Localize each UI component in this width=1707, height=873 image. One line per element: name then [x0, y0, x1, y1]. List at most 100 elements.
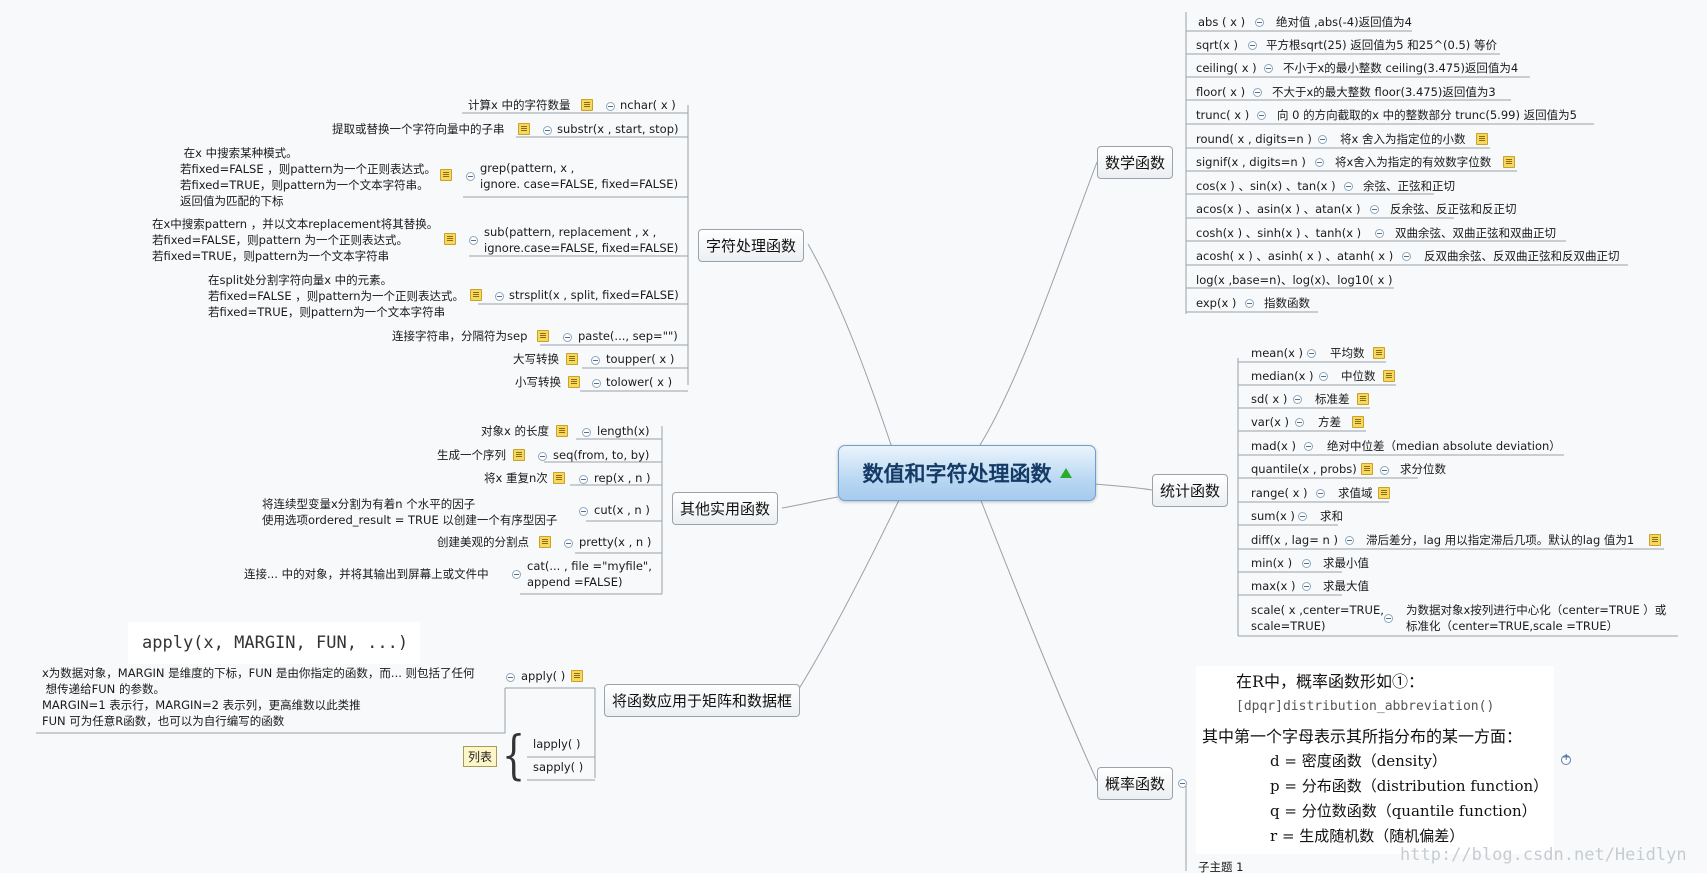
collapse-icon[interactable]: [1380, 466, 1389, 475]
collapse-icon[interactable]: [579, 507, 588, 516]
leaf-func[interactable]: seq(from, to, by): [553, 448, 650, 462]
math-func[interactable]: exp(x ): [1196, 296, 1237, 310]
leaf-note: 创建美观的分割点: [437, 535, 529, 549]
collapse-icon[interactable]: [538, 452, 547, 461]
stat-func[interactable]: scale( x ,center=TRUE, scale=TRUE): [1251, 603, 1384, 633]
collapse-icon[interactable]: [1245, 299, 1254, 308]
leaf-func[interactable]: cat(... , file ="myfile", append =FALSE): [527, 559, 652, 589]
topic-other-utilities[interactable]: 其他实用函数: [672, 492, 779, 525]
stat-func[interactable]: median(x ): [1251, 369, 1314, 383]
stat-func[interactable]: mad(x ): [1251, 439, 1296, 453]
math-func[interactable]: log(x ,base=n)、log(x)、log10( x ): [1196, 273, 1393, 287]
stat-func[interactable]: diff(x , lag= n ): [1251, 533, 1338, 547]
leaf-func[interactable]: nchar( x ): [620, 98, 676, 112]
leaf-func[interactable]: cut(x , n ): [594, 503, 650, 517]
collapse-icon[interactable]: [1344, 182, 1353, 191]
collapse-icon[interactable]: [1315, 158, 1324, 167]
topic-string-functions[interactable]: 字符处理函数: [698, 229, 805, 262]
collapse-icon[interactable]: [1264, 64, 1273, 73]
collapse-icon[interactable]: [1319, 372, 1328, 381]
subtopic[interactable]: 子主题 1: [1198, 860, 1244, 873]
leaf-func[interactable]: lapply( ): [533, 737, 581, 751]
collapse-icon[interactable]: [563, 333, 572, 342]
math-func[interactable]: ceiling( x ): [1196, 61, 1257, 75]
collapse-icon[interactable]: [506, 673, 515, 682]
collapse-icon[interactable]: [1345, 536, 1354, 545]
math-func[interactable]: sqrt(x ): [1196, 38, 1238, 52]
collapse-icon[interactable]: [1402, 252, 1411, 261]
leaf-func[interactable]: rep(x , n ): [594, 471, 651, 485]
math-func[interactable]: cos(x ) 、sin(x) 、tan(x ): [1196, 179, 1336, 193]
collapse-icon[interactable]: [1318, 135, 1327, 144]
collapse-icon[interactable]: [1302, 582, 1311, 591]
collapse-icon[interactable]: [579, 475, 588, 484]
collapse-icon[interactable]: [469, 236, 478, 245]
collapse-icon[interactable]: [543, 126, 552, 135]
collapse-icon[interactable]: [1257, 111, 1266, 120]
leaf-func[interactable]: strsplit(x , split, fixed=FALSE): [509, 288, 679, 302]
stat-func[interactable]: quantile(x , probs): [1251, 462, 1357, 476]
math-desc: 绝对值 ,abs(-4)返回值为4: [1276, 15, 1412, 29]
collapse-icon[interactable]: [1304, 442, 1313, 451]
collapse-icon[interactable]: [1316, 489, 1325, 498]
leaf-func[interactable]: grep(pattern, x , ignore. case=FALSE, fi…: [480, 161, 679, 191]
leaf-note: 计算x 中的字符数量: [468, 98, 571, 112]
math-func[interactable]: signif(x , digits=n ): [1196, 155, 1306, 169]
stat-func[interactable]: sd( x ): [1251, 392, 1288, 406]
leaf-func[interactable]: sapply( ): [533, 760, 584, 774]
stat-func[interactable]: var(x ): [1251, 415, 1290, 429]
stat-func[interactable]: max(x ): [1251, 579, 1296, 593]
topic-apply-functions[interactable]: 将函数应用于矩阵和数据框: [604, 684, 801, 717]
collapse-icon[interactable]: [1307, 349, 1316, 358]
collapse-icon[interactable]: [495, 292, 504, 301]
math-func[interactable]: floor( x ): [1196, 85, 1246, 99]
expand-icon[interactable]: [1561, 752, 1571, 765]
leaf-func[interactable]: paste(..., sep=""): [578, 329, 678, 343]
leaf-func[interactable]: length(x): [597, 424, 650, 438]
collapse-icon[interactable]: [1293, 395, 1302, 404]
math-func[interactable]: trunc( x ): [1196, 108, 1250, 122]
collapse-icon[interactable]: [1375, 229, 1384, 238]
topic-math-functions[interactable]: 数学函数: [1097, 146, 1174, 179]
collapse-icon[interactable]: [1384, 614, 1393, 623]
leaf-func[interactable]: tolower( x ): [606, 375, 673, 389]
stat-func[interactable]: mean(x ): [1251, 346, 1304, 360]
stat-func[interactable]: min(x ): [1251, 556, 1293, 570]
topic-stat-functions[interactable]: 统计函数: [1152, 474, 1229, 507]
collapse-icon[interactable]: [582, 428, 591, 437]
leaf-func[interactable]: toupper( x ): [606, 352, 675, 366]
leaf-func[interactable]: substr(x , start, stop): [557, 122, 679, 136]
collapse-icon[interactable]: [1370, 205, 1379, 214]
leaf-func[interactable]: sub(pattern, replacement , x , ignore.ca…: [484, 225, 679, 255]
collapse-icon[interactable]: [1255, 18, 1264, 27]
stat-func[interactable]: sum(x ): [1251, 509, 1295, 523]
leaf-func[interactable]: apply( ): [521, 669, 566, 683]
collapse-icon[interactable]: [1248, 41, 1257, 50]
note-icon: [513, 449, 525, 461]
topic-probability-functions[interactable]: 概率函数: [1097, 767, 1174, 800]
collapse-icon[interactable]: [1178, 779, 1187, 788]
stat-func[interactable]: range( x ): [1251, 486, 1308, 500]
central-topic[interactable]: 数值和字符处理函数: [838, 445, 1096, 501]
collapse-icon[interactable]: [606, 102, 615, 111]
collapse-icon[interactable]: [1298, 512, 1307, 521]
math-func[interactable]: acos(x ) 、asin(x ) 、atan(x ): [1196, 202, 1361, 216]
collapse-icon[interactable]: [1253, 88, 1262, 97]
note-icon: [537, 330, 549, 342]
leaf-note: 大写转换: [513, 352, 559, 366]
math-func[interactable]: acosh( x ) 、asinh( x ) 、atanh( x ): [1196, 249, 1394, 263]
collapse-icon[interactable]: [466, 172, 475, 181]
collapse-icon[interactable]: [564, 539, 573, 548]
math-func[interactable]: cosh(x ) 、sinh(x ) 、tanh(x ): [1196, 226, 1362, 240]
collapse-icon[interactable]: [591, 356, 600, 365]
math-func[interactable]: abs ( x ): [1198, 15, 1246, 29]
green-up-arrow-icon: [1059, 468, 1072, 478]
note-icon: [1361, 463, 1373, 475]
leaf-func[interactable]: pretty(x , n ): [579, 535, 652, 549]
collapse-icon[interactable]: [1302, 559, 1311, 568]
collapse-icon[interactable]: [592, 379, 601, 388]
collapse-icon[interactable]: [512, 570, 521, 579]
collapse-icon[interactable]: [1295, 418, 1304, 427]
math-func[interactable]: round( x , digits=n ): [1196, 132, 1312, 146]
